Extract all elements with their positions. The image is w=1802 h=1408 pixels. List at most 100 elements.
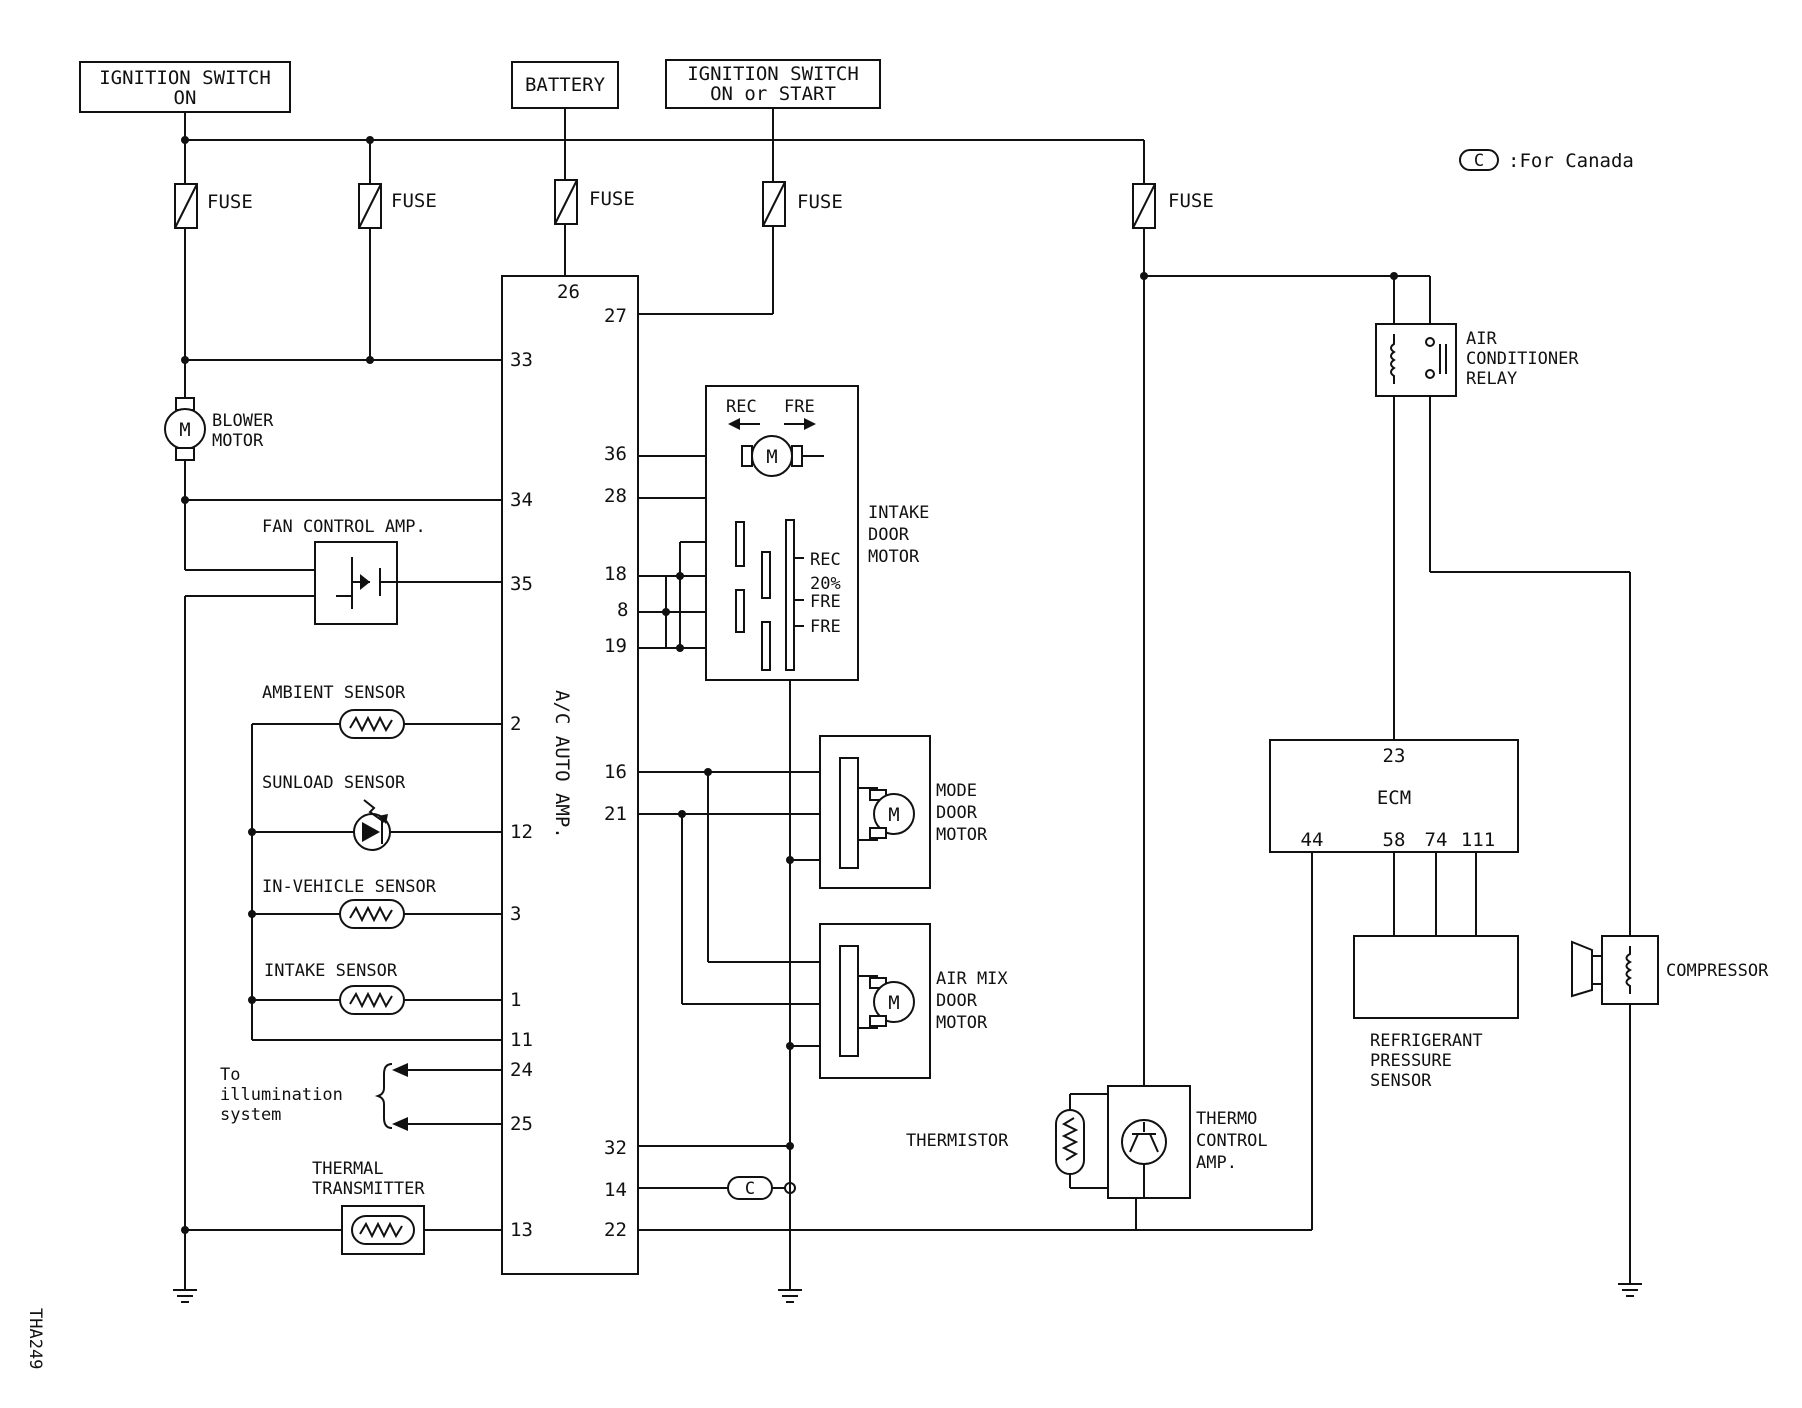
intake-sensor-label: INTAKE SENSOR <box>264 961 398 981</box>
pin-27: 27 <box>604 305 627 327</box>
fuse-5-label: FUSE <box>1168 190 1214 212</box>
airmix-label-2: DOOR <box>936 991 978 1011</box>
ref-label-1: REFRIGERANT <box>1370 1031 1483 1051</box>
fuse-4-label: FUSE <box>797 191 843 213</box>
mode-door-motor: M MODE DOOR MOTOR <box>819 735 988 889</box>
intake-sensor: INTAKE SENSOR <box>264 961 405 1015</box>
ecm: 23 ECM 44 58 74 111 <box>1269 739 1519 853</box>
right-wiring <box>1135 228 1642 1297</box>
figure-id: THA249 <box>25 1308 45 1369</box>
fuse-3: FUSE <box>554 179 635 225</box>
thermistor: THERMISTOR <box>906 1093 1108 1189</box>
intake-label-3: MOTOR <box>868 547 920 567</box>
thermal-label-2: TRANSMITTER <box>312 1179 425 1199</box>
pin-2: 2 <box>510 713 521 735</box>
mode-m-label: M <box>888 804 899 826</box>
intake-door-motor: REC FRE M REC 20% FRE FRE INTAKE DOOR MO… <box>705 385 929 681</box>
pin-26: 26 <box>557 281 580 303</box>
battery-label: BATTERY <box>525 74 606 96</box>
sunload-sensor: SUNLOAD SENSOR <box>262 773 406 851</box>
thermal-transmitter: THERMAL TRANSMITTER <box>312 1159 425 1255</box>
pin-11: 11 <box>510 1029 533 1051</box>
pin-8: 8 <box>617 599 628 621</box>
pin-18: 18 <box>604 563 627 585</box>
legend-symbol: C <box>1474 151 1484 171</box>
canada-connector: C <box>727 1176 773 1200</box>
blower-motor: M BLOWER MOTOR <box>164 397 274 461</box>
intake-label-1: INTAKE <box>868 503 929 523</box>
ambient-sensor: AMBIENT SENSOR <box>262 683 406 739</box>
sensor-common-wiring <box>248 723 502 1041</box>
thermo-label-1: THERMO <box>1196 1109 1257 1129</box>
pin-36: 36 <box>604 443 627 465</box>
compressor: COMPRESSOR <box>1571 935 1769 1005</box>
pin-3: 3 <box>510 903 521 925</box>
ecm-label: ECM <box>1377 787 1411 809</box>
ac-relay: AIR CONDITIONER RELAY <box>1375 323 1579 397</box>
illum-label-3: system <box>220 1105 281 1125</box>
airmix-m-label: M <box>888 992 899 1014</box>
auto-amp-pins: 26 27 33 36 28 34 18 8 35 19 2 16 12 21 … <box>510 281 628 1241</box>
intake-label-2: DOOR <box>868 525 910 545</box>
in-vehicle-sensor: IN-VEHICLE SENSOR <box>262 877 437 929</box>
blower-label-1: BLOWER <box>212 411 274 431</box>
pin-14: 14 <box>604 1179 627 1201</box>
compressor-label: COMPRESSOR <box>1666 961 1769 981</box>
air-mix-door-motor: M AIR MIX DOOR MOTOR <box>819 923 1008 1079</box>
illum-label-2: illumination <box>220 1085 343 1105</box>
ecm-pin-74: 74 <box>1425 829 1448 851</box>
pin-28: 28 <box>604 485 627 507</box>
pin-16: 16 <box>604 761 627 783</box>
ignition-on-label: IGNITION SWITCH <box>99 67 271 89</box>
fuse-2-label: FUSE <box>391 190 437 212</box>
auto-amp-label: A/C AUTO AMP. <box>551 690 573 839</box>
ac-auto-amp: A/C AUTO AMP. <box>501 275 639 1275</box>
relay-label-3: RELAY <box>1466 369 1517 389</box>
pos-rec-label: REC <box>810 550 841 570</box>
mode-label-1: MODE <box>936 781 977 801</box>
ambient-label: AMBIENT SENSOR <box>262 683 406 703</box>
ref-label-2: PRESSURE <box>1370 1051 1452 1071</box>
thermo-label-2: CONTROL <box>1196 1131 1268 1151</box>
canada-legend: C :For Canada <box>1459 149 1634 172</box>
left-wiring <box>173 228 502 1303</box>
canada-connector-label: C <box>745 1179 755 1199</box>
fuse-5: FUSE <box>1132 183 1214 229</box>
illumination-connection: To illumination system <box>220 1063 502 1131</box>
ecm-pin-23: 23 <box>1383 745 1406 767</box>
relay-label-1: AIR <box>1466 329 1497 349</box>
pin-1: 1 <box>510 989 521 1011</box>
thermal-label-1: THERMAL <box>312 1159 384 1179</box>
pin-35: 35 <box>510 573 533 595</box>
ref-label-3: SENSOR <box>1370 1071 1432 1091</box>
ignition-start-state: ON or START <box>710 83 836 105</box>
pos-20-label: 20% <box>810 574 841 594</box>
pos-fre20-label: FRE <box>810 592 841 612</box>
blower-label-2: MOTOR <box>212 431 264 451</box>
ecm-pin-44: 44 <box>1301 829 1324 851</box>
fuse-1: FUSE <box>174 183 253 229</box>
middle-wiring <box>564 224 1136 1303</box>
refrigerant-pressure-sensor: REFRIGERANT PRESSURE SENSOR <box>1353 935 1519 1091</box>
supply-wiring <box>181 108 1145 184</box>
ignition-on-state: ON <box>174 87 197 109</box>
airmix-label-3: MOTOR <box>936 1013 988 1033</box>
in-vehicle-label: IN-VEHICLE SENSOR <box>262 877 437 897</box>
fuse-2: FUSE <box>358 183 437 229</box>
relay-label-2: CONDITIONER <box>1466 349 1579 369</box>
blower-m-label: M <box>179 419 190 441</box>
sunload-label: SUNLOAD SENSOR <box>262 773 406 793</box>
fuse-3-label: FUSE <box>589 188 635 210</box>
mode-label-2: DOOR <box>936 803 978 823</box>
pin-19: 19 <box>604 635 627 657</box>
intake-m-label: M <box>766 446 777 468</box>
fre-label: FRE <box>784 397 815 417</box>
pin-13: 13 <box>510 1219 533 1241</box>
pin-12: 12 <box>510 821 533 843</box>
ignition-start-label: IGNITION SWITCH <box>687 63 859 85</box>
thermo-control-amp: THERMO CONTROL AMP. <box>1107 1085 1268 1199</box>
pin-25: 25 <box>510 1113 533 1135</box>
pin-34: 34 <box>510 489 533 511</box>
pin-32: 32 <box>604 1137 627 1159</box>
